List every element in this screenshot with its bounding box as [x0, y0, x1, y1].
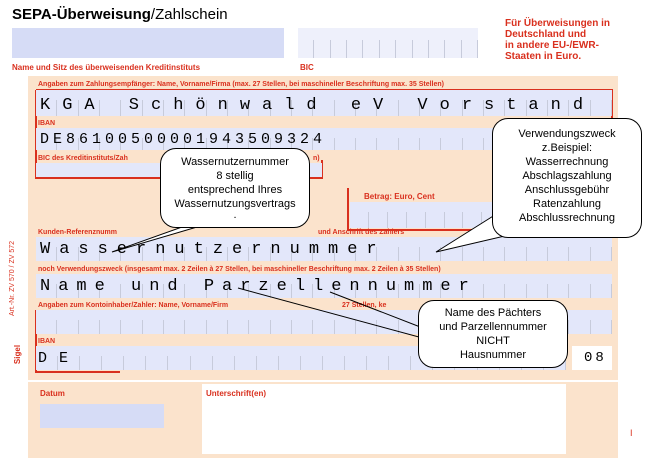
name-callout-line: Hausnummer	[459, 349, 527, 361]
reference-label: Kunden-Referenznumm	[38, 229, 117, 236]
purpose-callout-line: Abschlagszahlung	[522, 170, 612, 182]
recipient-field[interactable]	[36, 90, 612, 116]
header-note-line: Deutschland und	[505, 29, 587, 40]
purpose-value: Name und Parzellennummer	[40, 277, 477, 296]
header-note-line: Für Überweisungen in	[505, 18, 611, 29]
name-callout-pointer-2	[237, 287, 431, 341]
payer-iban-value: DE	[38, 350, 81, 367]
payer-label: Angaben zum Kontoinhaber/Zahler: Name, V…	[38, 302, 229, 309]
recipient-bic-label: BIC des Kreditinstituts/Zah	[38, 155, 128, 162]
bic-field[interactable]	[298, 28, 478, 58]
reference-field-ticks	[36, 247, 612, 261]
iban-value: DE86100500001943509324	[40, 131, 327, 148]
reference-label-tail: und Anschrift des Zahlers	[318, 229, 405, 236]
purpose-label: noch Verwendungszweck (insgesamt max. 2 …	[38, 266, 441, 273]
water-callout-line: .	[233, 209, 237, 221]
name-callout-line: und Parzellennummer	[439, 321, 547, 333]
purpose-callout-line: Verwendungszweck	[518, 128, 616, 140]
name-callout-line: NICHT	[476, 335, 510, 347]
purpose-callout-line: Ratenzahlung	[533, 198, 601, 210]
water-callout-line: Wassernutzernummer	[181, 156, 289, 168]
water-number-callout: Wassernutzernummer 8 stellig entsprechen…	[160, 148, 310, 228]
reference-field[interactable]	[36, 237, 612, 261]
amount-label: Betrag: Euro, Cent	[364, 192, 435, 201]
iban-label: IBAN	[38, 120, 56, 127]
corner-mark: I	[630, 428, 633, 438]
form-title-bold: SEPA-Überweisung	[12, 6, 151, 23]
purpose-callout: Verwendungszweck z.Beispiel: Wasserrechn…	[492, 118, 642, 238]
purpose-callout-line: Abschlussrechnung	[518, 212, 615, 224]
iban-field[interactable]	[36, 128, 612, 150]
header-note: Für Überweisungen in Deutschland und in …	[505, 18, 610, 62]
recipient-label: Angaben zum Zahlungsempfänger: Name, Vor…	[38, 81, 444, 88]
bank-name-label: Name und Sitz des überweisenden Kreditin…	[12, 63, 201, 72]
water-callout-line: Wassernutzungsvertrags	[174, 198, 296, 210]
header-note-line: in andere EU-/EWR-	[505, 40, 599, 51]
bic-label: BIC	[300, 63, 314, 72]
date-label: Datum	[40, 389, 65, 398]
water-callout-line: entsprechend Ihres	[187, 184, 283, 196]
purpose-callout-line: Wasserrechnung	[525, 156, 609, 168]
signature-box[interactable]	[202, 384, 566, 454]
signature-label: Unterschrift(en)	[206, 389, 267, 398]
bank-name-field[interactable]	[12, 28, 284, 58]
recipient-value: KGA Schönwald eV Vorstand	[40, 96, 596, 115]
form-title: SEPA-Überweisung/Zahlschein	[12, 6, 228, 23]
name-callout: Name des Pächters und Parzellennummer NI…	[418, 300, 568, 368]
recipient-bic-label-tail: n)	[313, 155, 320, 162]
name-callout-pointer-1	[329, 291, 429, 331]
code-box	[572, 346, 612, 370]
purpose-callout-line: Anschlussgebühr	[524, 184, 610, 196]
payer-outline	[35, 328, 120, 373]
header-note-line: Staaten in Euro.	[505, 51, 582, 62]
purpose-callout-line: z.Beispiel:	[541, 142, 593, 154]
purpose-field[interactable]	[36, 274, 612, 298]
reference-value: Wassernutzernummer	[40, 240, 386, 259]
date-field[interactable]	[40, 404, 164, 428]
payer-iban-label: IBAN	[38, 338, 56, 345]
code-value: 08	[584, 350, 607, 366]
bic-field-ticks	[298, 40, 478, 58]
name-callout-line: Name des Pächters	[444, 307, 542, 319]
water-callout-line: 8 stellig	[216, 170, 254, 182]
form-title-rest: /Zahlschein	[150, 6, 228, 23]
recipient-field-ticks	[36, 100, 612, 116]
